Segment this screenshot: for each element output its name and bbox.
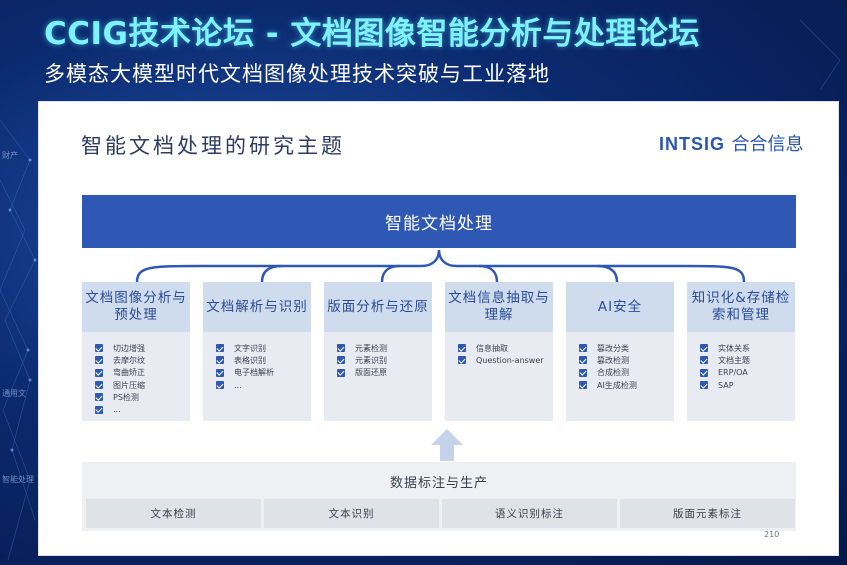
column-title: 知识化&存储检索和管理 <box>687 282 795 332</box>
annotation-cell: 文本检测 <box>86 499 261 528</box>
list-item: Question-answer <box>458 354 544 366</box>
column-items: 信息抽取 Question-answer <box>458 342 544 367</box>
list-item: 实体关系 <box>700 342 750 354</box>
column-title: 文档信息抽取与理解 <box>445 282 553 332</box>
forum-subtitle: 多模态大模型时代文档图像处理技术突破与工业落地 <box>44 62 550 86</box>
checkbox-icon <box>579 368 587 377</box>
checkbox-icon <box>95 368 103 377</box>
logo-chinese: 合合信息 <box>731 134 804 154</box>
column-title: AI安全 <box>566 282 674 332</box>
checkbox-icon <box>337 368 345 377</box>
annotation-cell: 版面元素标注 <box>620 499 795 528</box>
brace-connector <box>135 249 746 283</box>
list-item: 文字识别 <box>216 342 274 354</box>
checkbox-icon <box>700 356 708 365</box>
checkbox-icon <box>216 356 224 365</box>
checkbox-icon <box>700 344 708 353</box>
topic-column: 文档信息抽取与理解 信息抽取 Question-answer <box>445 282 553 421</box>
list-item: PS检测 <box>95 391 145 403</box>
checkbox-icon <box>216 344 224 353</box>
checkbox-icon <box>579 344 587 353</box>
annotation-cell: 文本识别 <box>264 499 439 528</box>
list-item: ... <box>95 403 145 415</box>
list-item: 元素识别 <box>337 354 387 366</box>
column-items: 实体关系 文档主题 ERP/OA SAP <box>700 342 750 391</box>
checkbox-icon <box>337 356 345 365</box>
checkbox-icon <box>95 381 103 390</box>
column-items: 文字识别 表格识别 电子档解析 ... <box>216 342 274 391</box>
topic-column: AI安全 篡改分类 篡改检测 合成检测 AI生成检测 <box>566 282 674 421</box>
checkbox-icon <box>700 381 708 390</box>
page-number: 210 <box>764 530 780 539</box>
list-item: 切边增强 <box>95 342 145 354</box>
checkbox-icon <box>700 368 708 377</box>
main-topic-bar: 智能文档处理 <box>82 195 796 248</box>
side-label: 财产 <box>2 151 18 160</box>
slide: 智能文档处理的研究主题 INTSIG 合合信息 智能文档处理 文档图像分析与预处… <box>38 101 839 556</box>
column-title: 文档解析与识别 <box>203 282 311 332</box>
slide-title: 智能文档处理的研究主题 <box>81 134 345 158</box>
column-title: 版面分析与还原 <box>324 282 432 332</box>
company-logo: INTSIG 合合信息 <box>659 130 803 156</box>
list-item: 电子档解析 <box>216 367 274 379</box>
column-items: 切边增强 去摩尔纹 弯曲矫正 图片压缩 PS检测 ... <box>95 342 145 416</box>
checkbox-icon <box>95 356 103 365</box>
topic-column: 知识化&存储检索和管理 实体关系 文档主题 ERP/OA SAP <box>687 282 795 421</box>
list-item: 元素检测 <box>337 342 387 354</box>
checkbox-icon <box>95 393 103 402</box>
checkbox-icon <box>216 368 224 377</box>
slide-body: 智能文档处理的研究主题 INTSIG 合合信息 智能文档处理 文档图像分析与预处… <box>38 101 839 556</box>
list-item: 弯曲矫正 <box>95 367 145 379</box>
list-item: ERP/OA <box>700 367 750 379</box>
topic-column: 版面分析与还原 元素检测 元素识别 版面还原 <box>324 282 432 421</box>
checkbox-icon <box>95 405 103 414</box>
side-label: 通用文 <box>2 389 26 398</box>
checkbox-icon <box>458 344 466 353</box>
side-label: 智能处理 <box>2 475 34 484</box>
list-item: 合成检测 <box>579 367 637 379</box>
list-item: 版面还原 <box>337 367 387 379</box>
topic-column: 文档解析与识别 文字识别 表格识别 电子档解析 ... <box>203 282 311 421</box>
list-item: 去摩尔纹 <box>95 354 145 366</box>
column-items: 元素检测 元素识别 版面还原 <box>337 342 387 379</box>
column-items: 篡改分类 篡改检测 合成检测 AI生成检测 <box>579 342 637 391</box>
list-item: 篡改检测 <box>579 354 637 366</box>
annotation-cell: 语义识别标注 <box>442 499 617 528</box>
panel-title: 数据标注与生产 <box>389 476 488 491</box>
up-arrow-icon <box>431 429 463 461</box>
checkbox-icon <box>95 344 103 353</box>
list-item: 篡改分类 <box>579 342 637 354</box>
list-item: 图片压缩 <box>95 379 145 391</box>
checkbox-icon <box>216 381 224 390</box>
list-item: 文档主题 <box>700 354 750 366</box>
list-item: 信息抽取 <box>458 342 544 354</box>
checkbox-icon <box>458 356 466 365</box>
list-item: ... <box>216 379 274 391</box>
list-item: AI生成检测 <box>579 379 637 391</box>
checkbox-icon <box>579 381 587 390</box>
checkbox-icon <box>337 344 345 353</box>
data-annotation-panel: 数据标注与生产 文本检测 文本识别 语义识别标注 版面元素标注 <box>82 462 796 531</box>
checkbox-icon <box>579 356 587 365</box>
list-item: 表格识别 <box>216 354 274 366</box>
forum-title: CCIG技术论坛 - 文档图像智能分析与处理论坛 <box>44 16 700 52</box>
topic-column: 文档图像分析与预处理 切边增强 去摩尔纹 弯曲矫正 图片压缩 PS检测 ... <box>82 282 190 421</box>
list-item: SAP <box>700 379 750 391</box>
column-title: 文档图像分析与预处理 <box>82 282 190 332</box>
logo-brand: INTSIG <box>659 134 726 154</box>
